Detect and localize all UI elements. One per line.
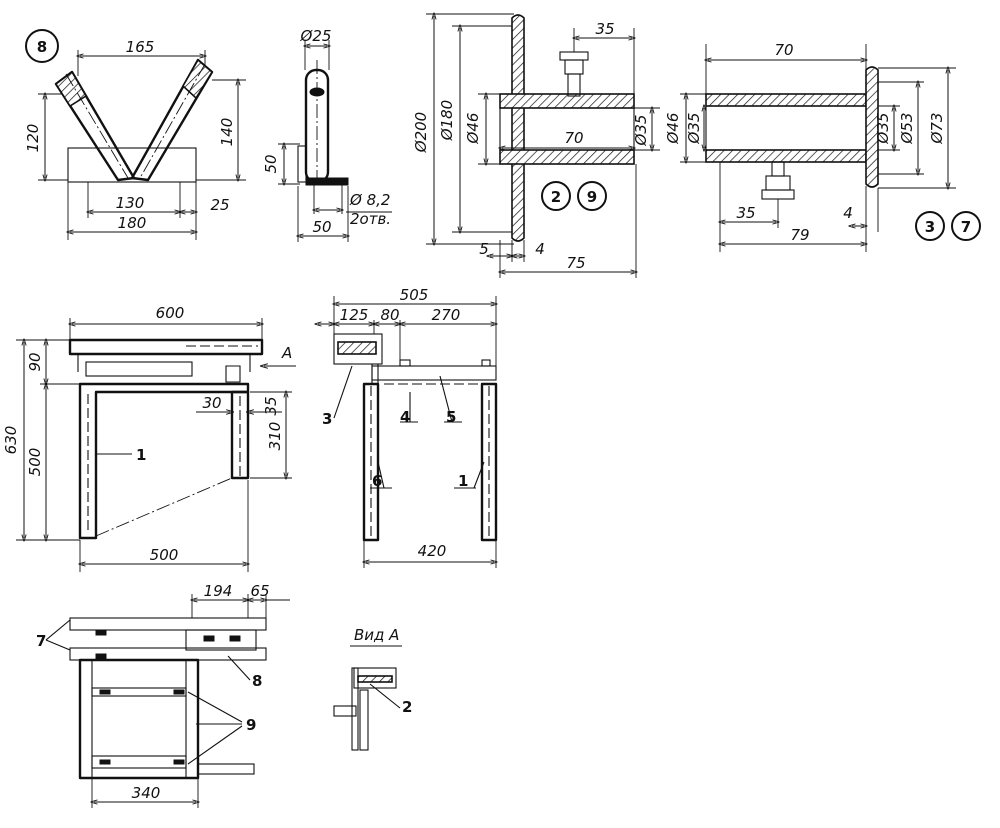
dim-d180: Ø180 — [438, 100, 456, 141]
dim-5: 5 — [479, 240, 489, 258]
pulley-hub-detail: 35 Ø200 Ø180 Ø46 70 Ø35 2 9 5 4 75 — [412, 14, 660, 278]
plan-label-9: 9 — [246, 716, 256, 734]
v-block-right-end — [181, 58, 214, 100]
side-label-6: 6 — [372, 472, 382, 490]
front-frame-right — [230, 390, 250, 480]
dim-600: 600 — [156, 304, 185, 322]
screw-nut — [564, 59, 584, 75]
front-view: 1 600 630 90 500 A 30 35 310 500 — [2, 304, 296, 572]
side-leg-back — [480, 382, 498, 542]
dim-hub2-70: 70 — [774, 41, 793, 59]
hub-wall-bottom — [499, 149, 635, 165]
dim-hub2-d35-right: Ø35 — [874, 113, 892, 145]
dim-hub2-d73: Ø73 — [928, 113, 946, 145]
dim-d25: Ø25 — [300, 27, 332, 45]
dim-270: 270 — [432, 306, 461, 324]
side-top-rail — [371, 365, 497, 381]
view-arrow-A: A — [281, 344, 292, 362]
callout-2: 2 — [551, 188, 561, 206]
dim-4: 4 — [535, 240, 545, 258]
dim-310: 310 — [266, 422, 284, 451]
plan-top-bar — [69, 617, 267, 631]
side-label-4: 4 — [400, 408, 410, 426]
front-label-1: 1 — [136, 446, 146, 464]
dim-35-top: 35 — [595, 20, 614, 38]
screw-shank — [567, 73, 581, 97]
callout-3: 3 — [925, 218, 935, 236]
dim-500-vert: 500 — [26, 448, 44, 477]
view-a: Вид А 2 — [333, 626, 412, 751]
pulley-flange — [511, 14, 525, 242]
dim-hub2-79: 79 — [790, 226, 809, 244]
v-block-detail: 8 165 120 140 130 25 180 — [24, 29, 246, 240]
dim-30: 30 — [202, 394, 221, 412]
dim-180: 180 — [118, 214, 147, 232]
dim-165: 165 — [126, 38, 155, 56]
dim-90: 90 — [26, 352, 44, 371]
dim-194: 194 — [204, 582, 233, 600]
dim-hole: Ø 8,2 — [349, 191, 390, 209]
hub2-wall-bottom — [705, 149, 867, 163]
plan-frame — [78, 658, 200, 780]
front-frame-left — [78, 382, 250, 540]
dim-25: 25 — [210, 196, 229, 214]
hub2-flange — [865, 66, 879, 188]
dim-hub2-4: 4 — [843, 204, 853, 222]
dim-630: 630 — [2, 426, 20, 455]
dim-hub2-d53: Ø53 — [898, 113, 916, 145]
dim-505: 505 — [400, 286, 429, 304]
plan-view: 7 8 9 194 65 340 — [36, 582, 290, 808]
v-block-centerline-left — [65, 73, 129, 179]
dim-120: 120 — [24, 124, 42, 153]
side-label-1: 1 — [458, 472, 468, 490]
hub-wall-top — [499, 93, 635, 109]
dim-35-side: 35 — [262, 396, 280, 415]
screw-head — [559, 51, 589, 61]
dim-70: 70 — [564, 129, 583, 147]
dim-65: 65 — [250, 582, 269, 600]
bracket-detail: Ø25 50 Ø 8,2 2отв. 50 — [262, 27, 392, 242]
dim-d200: Ø200 — [412, 112, 430, 153]
v-block-base — [67, 147, 197, 183]
dim-bracket-base-50: 50 — [312, 218, 331, 236]
dim-125: 125 — [340, 306, 369, 324]
dim-d46: Ø46 — [464, 113, 482, 145]
dim-hub2-35: 35 — [736, 204, 755, 222]
plan-label-7: 7 — [36, 632, 46, 650]
dim-500-horiz: 500 — [150, 546, 179, 564]
hub2-wall-top — [705, 93, 867, 107]
callout-circle-8 — [25, 29, 59, 63]
side-clamp — [333, 333, 383, 365]
dim-340: 340 — [132, 784, 161, 802]
dim-d35: Ø35 — [632, 115, 650, 147]
dim-hub2-d46: Ø46 — [664, 113, 682, 145]
dim-80: 80 — [380, 306, 399, 324]
callout-9: 9 — [587, 188, 597, 206]
dim-hole-count: 2отв. — [350, 210, 391, 228]
dim-hub2-d35-left: Ø35 — [685, 113, 703, 145]
bracket-base — [305, 177, 349, 186]
view-a-label-2: 2 — [402, 698, 412, 716]
callout-8: 8 — [37, 38, 47, 56]
v-block-left-end — [54, 70, 88, 108]
side-view: 3 4 5 6 1 505 125 80 270 420 — [318, 286, 496, 568]
front-crossbar — [85, 361, 193, 377]
bracket-plate — [297, 145, 307, 183]
dim-420: 420 — [418, 542, 447, 560]
dim-75: 75 — [566, 254, 585, 272]
dim-130: 130 — [116, 194, 145, 212]
side-label-3: 3 — [322, 410, 332, 428]
callout-7: 7 — [961, 218, 971, 236]
view-a-title: Вид А — [354, 626, 399, 644]
front-top-plate — [68, 338, 264, 356]
hub-detail-3-7: 70 Ø46 Ø35 Ø35 Ø53 Ø73 35 79 4 3 7 — [664, 41, 981, 252]
plan-label-8: 8 — [252, 672, 262, 690]
dim-bracket-50: 50 — [262, 154, 280, 173]
dim-140: 140 — [218, 118, 236, 147]
side-label-5: 5 — [446, 408, 456, 426]
